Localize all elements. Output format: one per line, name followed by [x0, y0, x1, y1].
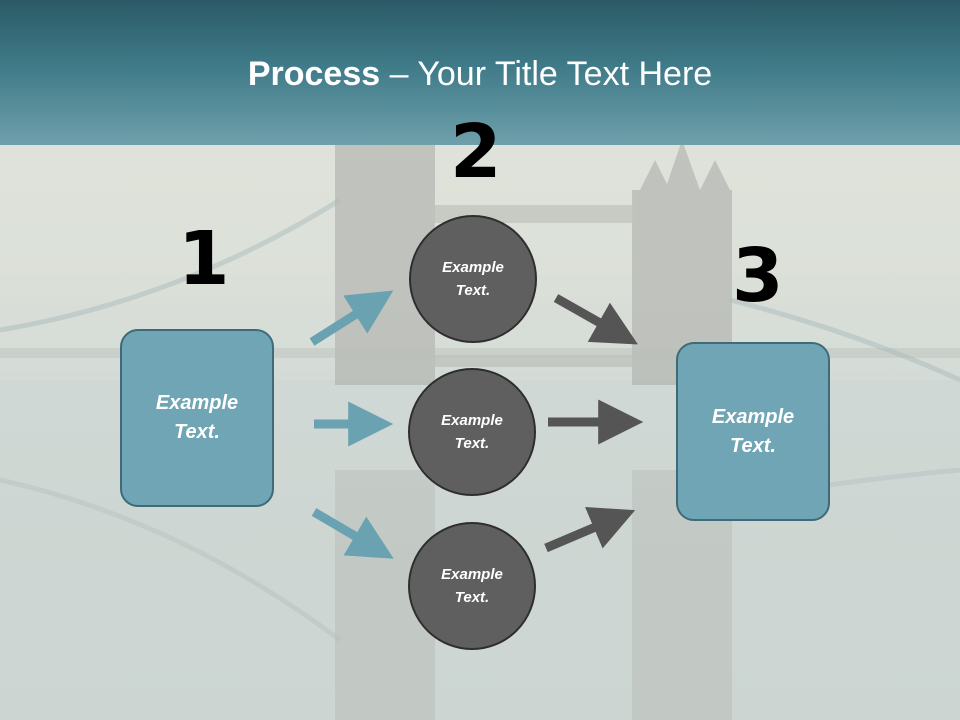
circle-bottom: Example Text. [408, 522, 536, 650]
step-number-3: 3 [732, 233, 784, 319]
circle-middle: Example Text. [408, 368, 536, 496]
slide-title: Process – Your Title Text Here [0, 52, 960, 96]
circle-bottom-text: Example Text. [441, 566, 503, 606]
arrow-top-to-right [553, 294, 638, 345]
right-process-box: Example Text. [676, 342, 830, 521]
circle-middle-text: Example Text. [441, 412, 503, 452]
circle-top-text: Example Text. [442, 259, 504, 299]
left-process-box: Example Text. [120, 329, 274, 507]
arrow-left-to-top [309, 290, 394, 346]
title-bar: Process – Your Title Text Here [0, 0, 960, 145]
left-box-text: Example Text. [155, 392, 239, 443]
arrow-left-to-bottom [311, 508, 394, 559]
title-bold: Process [247, 55, 381, 93]
arrow-bottom-to-right [544, 507, 636, 553]
circle-top: Example Text. [409, 215, 537, 343]
title-rest: – Your Title Text Here [380, 55, 713, 93]
step-number-1: 1 [178, 216, 230, 302]
right-box-text: Example Text. [711, 405, 795, 457]
step-number-2: 2 [450, 109, 502, 195]
